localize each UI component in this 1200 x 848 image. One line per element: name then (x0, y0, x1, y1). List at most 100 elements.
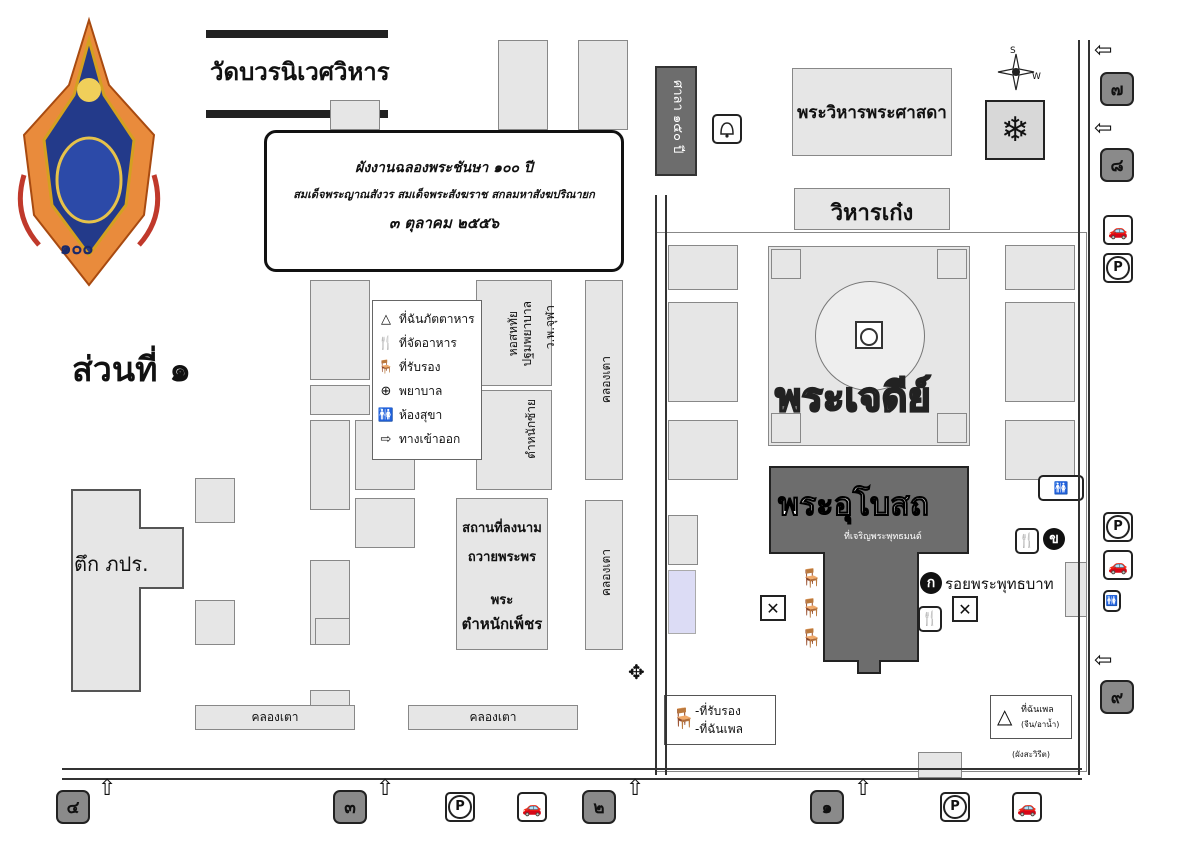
gate-7-badge[interactable]: ๗ (1100, 72, 1134, 106)
legend-item-label: ห้องสุขา (399, 407, 443, 422)
tuek-phapor-label: ตึก ภปร. (74, 552, 149, 576)
gate-9-badge[interactable]: ๙ (1100, 680, 1134, 714)
gate-4-label: ๔ (66, 797, 80, 818)
restroom-icon: 🚻 (377, 407, 395, 423)
gate-2-badge[interactable]: ๒ (582, 790, 616, 824)
chair-icon: 🪑 (800, 568, 823, 589)
chedi-corner (771, 249, 801, 279)
outer-wall-right (1078, 40, 1090, 775)
title-line1: ผังงานฉลองพระชันษา ๑๐๐ ปี (355, 160, 533, 176)
compass-east-label: W (1032, 72, 1041, 82)
entrance-arrow-icon: ⇧ (98, 776, 117, 801)
vihara-phra-sasada-label: พระวิหารพระศาสดา (797, 103, 947, 123)
building-block (668, 515, 698, 565)
car-icon: 🚗 (1103, 215, 1133, 245)
emblem-number: ๑๐๐ (60, 238, 94, 259)
restroom-icon: 🚻 (1038, 475, 1084, 501)
triangle-icon: △ (997, 704, 1013, 728)
chedi-center (855, 321, 883, 349)
gate-8-badge[interactable]: ๘ (1100, 148, 1134, 182)
building-block (315, 618, 350, 645)
building-block (310, 385, 370, 415)
gate-4-badge[interactable]: ๔ (56, 790, 90, 824)
title-line2: สมเด็จพระญาณสังวร สมเด็จพระสังฆราช สกลมห… (293, 188, 595, 201)
ubosot-sub-label: ที่เจริญพระพุทธมนต์ (844, 532, 922, 542)
legend-item: 🍴ที่จัดอาหาร (377, 331, 477, 355)
tamnak-chai-building: ตำหนักซ้าย (476, 390, 552, 490)
chedi-corner (771, 413, 801, 443)
chedi-corner (937, 413, 967, 443)
gate-3-badge[interactable]: ๓ (333, 790, 367, 824)
sala-150-building: ศาลา ๑๕๐ ปี (655, 66, 697, 176)
chan-phen-sub-label: (จีน/อาน้ำ) (1021, 720, 1060, 729)
khlong-tao-label: คลองเตา (469, 710, 517, 724)
gate-8-label: ๘ (1110, 155, 1124, 176)
arrow-icon: ⇨ (380, 431, 392, 447)
chan-phen-legend-box: △ ที่ฉันเพล (จีน/อาน้ำ) (990, 695, 1072, 739)
title-line3: ๓ ตุลาคม ๒๕๕๖ (388, 214, 500, 232)
fan-icon: ✕ (760, 595, 786, 621)
vihara-phra-sasada-building: พระวิหารพระศาสดา (792, 68, 952, 156)
khlong-tao-label: คลองเตา (251, 710, 299, 724)
bell-icon (712, 114, 742, 144)
food-icon: 🍴 (377, 335, 395, 351)
building-block (330, 100, 380, 130)
legend-item: 🪑ที่รับรอง (377, 355, 477, 379)
legend-item-label: พยาบาล (399, 383, 443, 398)
signing-place-line2: ถวายพระพร (467, 550, 537, 565)
building-block (668, 245, 738, 290)
phra-label: พระ (490, 593, 514, 608)
car-icon: 🚗 (1103, 550, 1133, 580)
reception-legend-box: 🪑 -ที่รับรอง -ที่ฉันเพล (664, 695, 776, 745)
car-icon: 🚗 (1012, 792, 1042, 822)
vihara-kaeng-building: วิหารเก๋ง (794, 188, 950, 230)
building-block (1065, 562, 1087, 617)
title-box: ผังงานฉลองพระชันษา ๑๐๐ ปี สมเด็จพระญาณสั… (264, 130, 624, 272)
compass-icon (996, 52, 1036, 92)
legend-item: △ ที่ฉันภัตตาหาร (377, 307, 477, 331)
building-block (498, 40, 548, 130)
legend-item-label: ที่รับรอง (399, 359, 441, 374)
building-block (310, 420, 350, 510)
tuek-phapor-building: ตึก ภปร. (70, 488, 185, 693)
building-block (1005, 245, 1075, 290)
roi-phra-phutthabat-label: รอยพระพุทธบาท (945, 575, 1054, 593)
signing-place-line1: สถานที่ลงนาม (462, 521, 542, 536)
chedi-corner (937, 249, 967, 279)
building-block (668, 302, 738, 402)
legend-item: ⇨ ทางเข้าออก (377, 427, 477, 451)
khlong-tao-label: คลองเตา (599, 549, 613, 597)
legend-item-label: ที่ฉันภัตตาหาร (399, 311, 475, 326)
phra-chedi-compound: พระเจดีย์ (768, 246, 970, 446)
entrance-arrow-icon: ⇧ (376, 776, 395, 801)
legend-item-label: ทางเข้าออก (399, 431, 461, 446)
legend-list: △ที่ฉันภัตตาหาร🍴ที่จัดอาหาร🪑ที่รับรอง⊕พย… (377, 307, 477, 451)
vihara-kaeng-label: วิหารเก๋ง (830, 201, 914, 226)
fan-icon: ✕ (952, 596, 978, 622)
parking-icon: P (940, 792, 970, 822)
entrance-arrow-icon: ⇦ (1094, 648, 1113, 673)
tamnak-chai-label: ตำหนักซ้าย (524, 399, 538, 459)
khlong-tao-label: คลองเตา (599, 356, 613, 404)
entrance-arrow-icon: ⇦ (1094, 116, 1113, 141)
entrance-arrow-icon: ⇧ (854, 776, 873, 801)
triangle-icon: △ (381, 311, 391, 327)
gate-kho-label: ข (1049, 531, 1059, 547)
wor-por-jor-label: ว.พ.จุฬา (543, 305, 557, 350)
phra-ubosot-building: พระอุโบสถ ที่เจริญพระพุทธมนต์ (768, 465, 970, 675)
section-label: ส่วนที่ ๑ (72, 350, 191, 390)
chair-icon: 🪑 (671, 706, 696, 730)
gate-1-badge[interactable]: ๑ (810, 790, 844, 824)
seating-label: -ที่ฉันเพล (695, 722, 743, 736)
chan-phen-label: ที่ฉันเพล (1021, 705, 1054, 715)
highlight-area (668, 570, 696, 634)
building-block (1005, 302, 1075, 402)
building-block (310, 280, 370, 380)
tamnak-phet-label: ตำหนักเพ็ชร (461, 615, 543, 633)
building-block (195, 478, 235, 523)
temple-name: วัดบวรนิเวศวิหาร (210, 58, 390, 86)
building-block (578, 40, 628, 130)
compass-north-label: S (1010, 46, 1016, 56)
gate-9-label: ๙ (1110, 687, 1124, 708)
entrance-arrow-icon: ⇧ (626, 776, 645, 801)
